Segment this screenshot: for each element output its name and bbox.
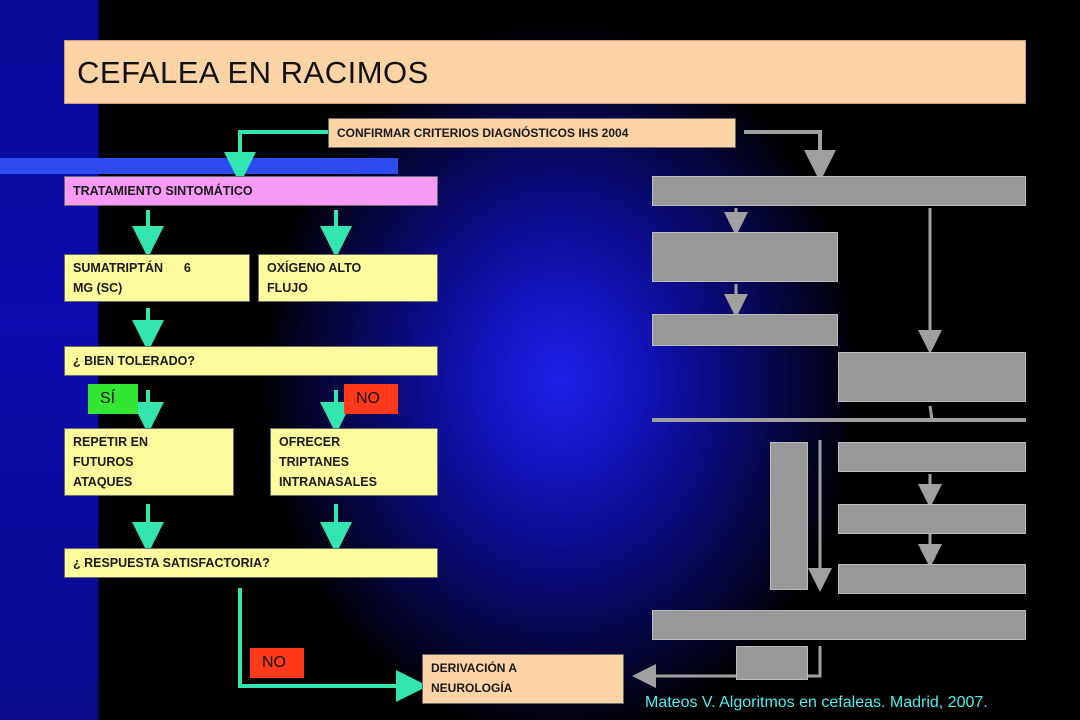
sumatriptan-box: SUMATRIPTÁN 6 MG (SC): [64, 254, 250, 302]
well-tolerated-box: ¿ BIEN TOLERADO?: [64, 346, 438, 376]
repeat-box: REPETIR EN FUTUROS ATAQUES: [64, 428, 234, 496]
satisfactory-response-label: ¿ RESPUESTA SATISFACTORIA?: [73, 556, 270, 570]
citation: Mateos V. Algoritmos en cefaleas. Madrid…: [645, 694, 988, 711]
symptomatic-treatment-label: TRATAMIENTO SINTOMÁTICO: [73, 184, 253, 198]
gray-box-7: [838, 504, 1026, 534]
repeat-line2: FUTUROS: [73, 455, 134, 469]
page-title: CEFALEA EN RACIMOS: [77, 55, 429, 90]
yes-badge-label: SÍ: [100, 390, 116, 407]
oxygen-box: OXÍGENO ALTO FLUJO: [258, 254, 438, 302]
referral-line2: NEUROLOGÍA: [431, 681, 513, 695]
gray-box-2: [652, 232, 838, 282]
no-badge-bottom: NO: [250, 648, 304, 678]
gray-box-8: [838, 564, 1026, 594]
gray-box-10: [736, 646, 808, 680]
well-tolerated-label: ¿ BIEN TOLERADO?: [73, 354, 195, 368]
offer-line2: TRIPTANES: [279, 455, 349, 469]
accent-bar: [0, 158, 398, 174]
referral-box: DERIVACIÓN A NEUROLOGÍA: [422, 654, 624, 704]
symptomatic-treatment-box: TRATAMIENTO SINTOMÁTICO: [64, 176, 438, 206]
gray-box-9: [652, 610, 1026, 640]
referral-line1: DERIVACIÓN A: [431, 661, 518, 675]
gray-tick: [928, 405, 934, 421]
satisfactory-response-box: ¿ RESPUESTA SATISFACTORIA?: [64, 548, 438, 578]
sumatriptan-line2: MG (SC): [73, 281, 123, 295]
oxygen-line2: FLUJO: [267, 281, 308, 295]
gray-box-1: [652, 176, 1026, 206]
offer-line3: INTRANASALES: [279, 475, 377, 489]
yes-badge: SÍ: [88, 384, 138, 414]
offer-line1: OFRECER: [279, 435, 341, 449]
no-badge-bottom-label: NO: [262, 654, 286, 671]
no-badge-top: NO: [344, 384, 398, 414]
confirm-criteria-label: CONFIRMAR CRITERIOS DIAGNÓSTICOS IHS 200…: [337, 126, 629, 140]
title-box: CEFALEA EN RACIMOS: [64, 40, 1026, 104]
arrow-respuesta-to-derivacion: [238, 588, 428, 702]
offer-box: OFRECER TRIPTANES INTRANASALES: [270, 428, 438, 496]
gray-box-6: [838, 442, 1026, 472]
repeat-line3: ATAQUES: [73, 475, 133, 489]
repeat-line1: REPETIR EN: [73, 435, 149, 449]
gray-box-3: [652, 314, 838, 346]
gray-arrow-to-derivacion: [632, 646, 822, 688]
no-badge-top-label: NO: [356, 390, 380, 407]
oxygen-line1: OXÍGENO ALTO: [267, 261, 362, 275]
gray-box-4: [838, 352, 1026, 402]
arrow-confirm-to-sintomatico: [224, 130, 328, 184]
gray-box-5: [770, 442, 808, 590]
confirm-criteria-box: CONFIRMAR CRITERIOS DIAGNÓSTICOS IHS 200…: [328, 118, 736, 148]
gray-arrow-confirm-right: [744, 130, 836, 182]
sumatriptan-line1: SUMATRIPTÁN 6: [73, 261, 191, 275]
